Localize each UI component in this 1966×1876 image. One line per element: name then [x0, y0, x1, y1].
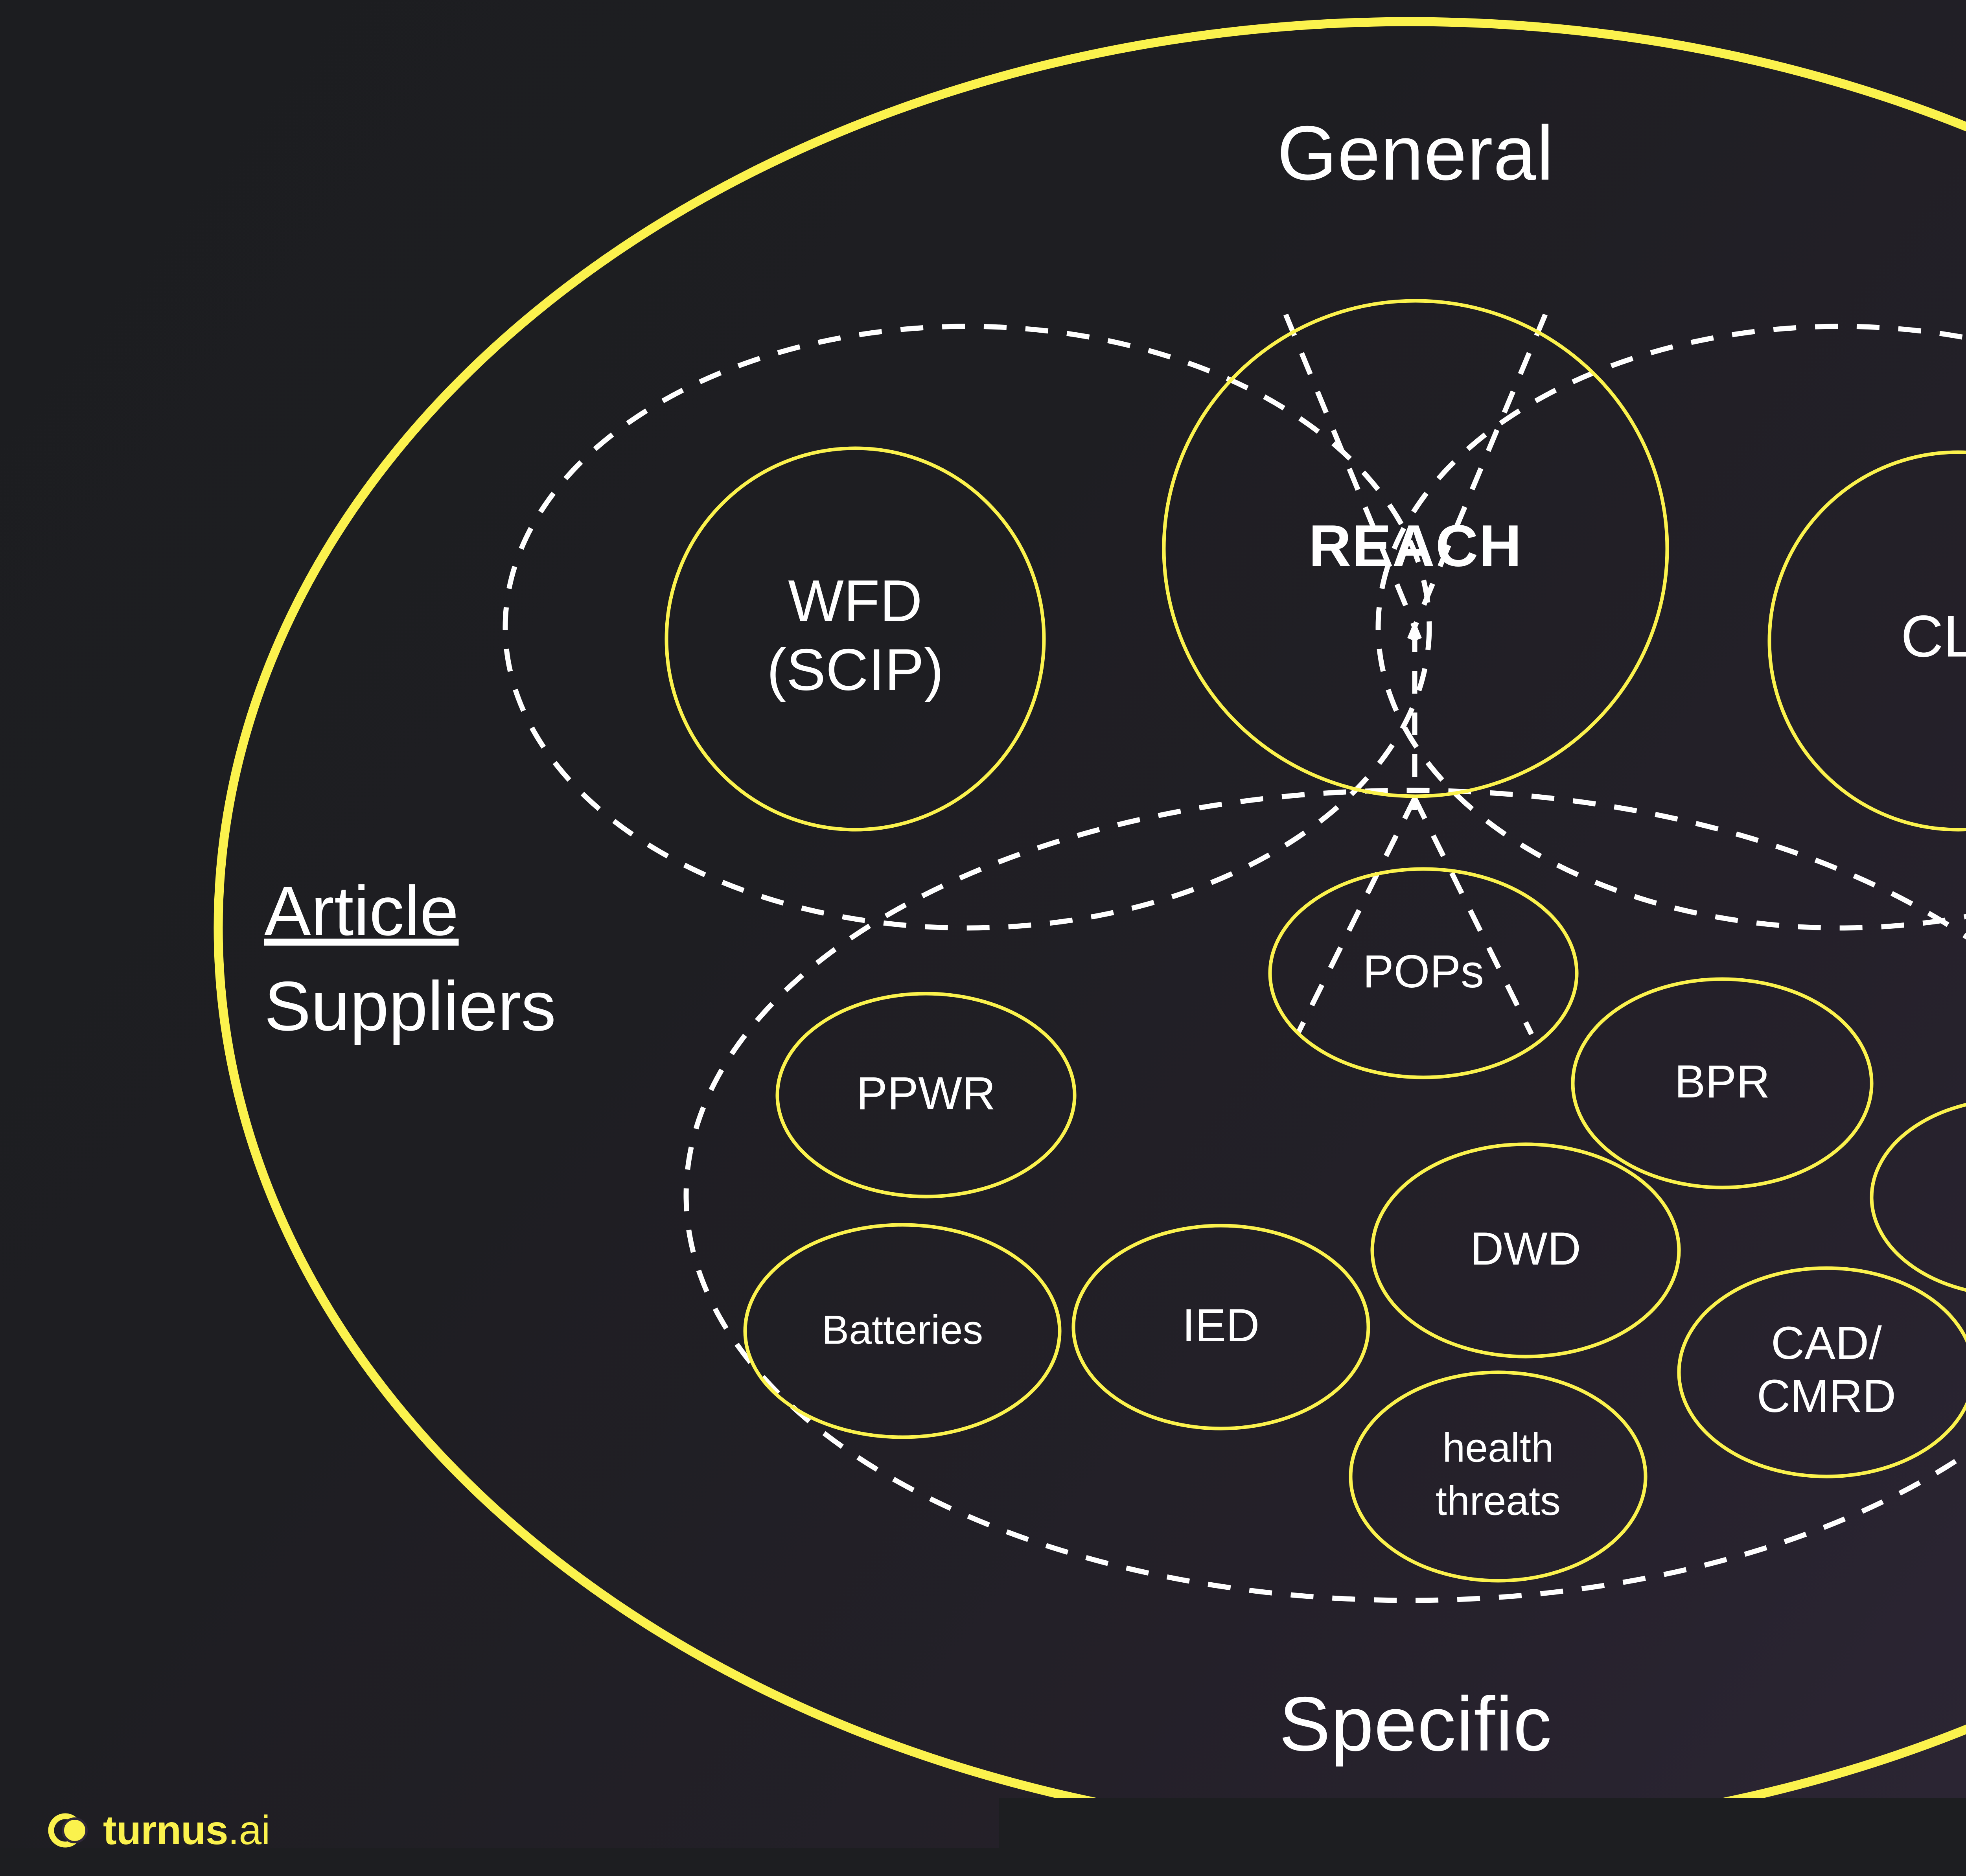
- node-pops-label: POPs: [1363, 946, 1484, 998]
- axis-label-general: General: [1277, 110, 1554, 196]
- node-batteries-label: Batteries: [822, 1307, 983, 1353]
- axis-label-article: Article: [264, 872, 459, 950]
- axis-label-article-suppliers: Suppliers: [264, 967, 556, 1045]
- divider-line-lower-right: [1415, 798, 1532, 1034]
- node-pic-circle[interactable]: [1872, 1099, 1966, 1296]
- wordmark-tld: .ai: [228, 1808, 270, 1853]
- node-wfd-scip-label-line2: (SCIP): [767, 637, 944, 703]
- node-health-threats-label-line2: threats: [1436, 1478, 1561, 1524]
- node-ied-label: IED: [1182, 1300, 1260, 1351]
- divider-line-upper-right: [1410, 315, 1545, 639]
- dashed-circle-article-general: [505, 326, 1429, 928]
- node-dwd-label: DWD: [1470, 1223, 1581, 1275]
- node-reach-label: REACH: [1309, 513, 1522, 579]
- divider-line-upper-left: [1286, 315, 1419, 639]
- axis-label-specific: Specific: [1279, 1681, 1552, 1767]
- node-bpr-label: BPR: [1675, 1056, 1770, 1108]
- node-clp-label: CLP: [1901, 603, 1966, 669]
- divider-line-lower-left: [1298, 798, 1415, 1034]
- node-health-threats-circle[interactable]: [1351, 1372, 1646, 1581]
- node-cad-cmrd-label-line2: CMRD: [1757, 1370, 1896, 1422]
- outer-boundary-ellipse: [218, 22, 1966, 1834]
- node-cad-cmrd-label-line1: CAD/: [1771, 1317, 1882, 1369]
- dashed-circle-substance-general: [1378, 326, 1966, 928]
- node-health-threats-label-line1: health: [1442, 1425, 1554, 1471]
- brand-logo[interactable]: turnus.ai: [47, 1809, 270, 1852]
- turnus-wordmark: turnus.ai: [103, 1810, 270, 1851]
- node-ppwr-label: PPWR: [856, 1068, 996, 1119]
- wordmark-name: turnus: [103, 1808, 228, 1853]
- dashed-circle-specific: [686, 790, 1966, 1600]
- turnus-logo-icon: [47, 1809, 90, 1852]
- node-wfd-scip-label-line1: WFD: [788, 568, 922, 634]
